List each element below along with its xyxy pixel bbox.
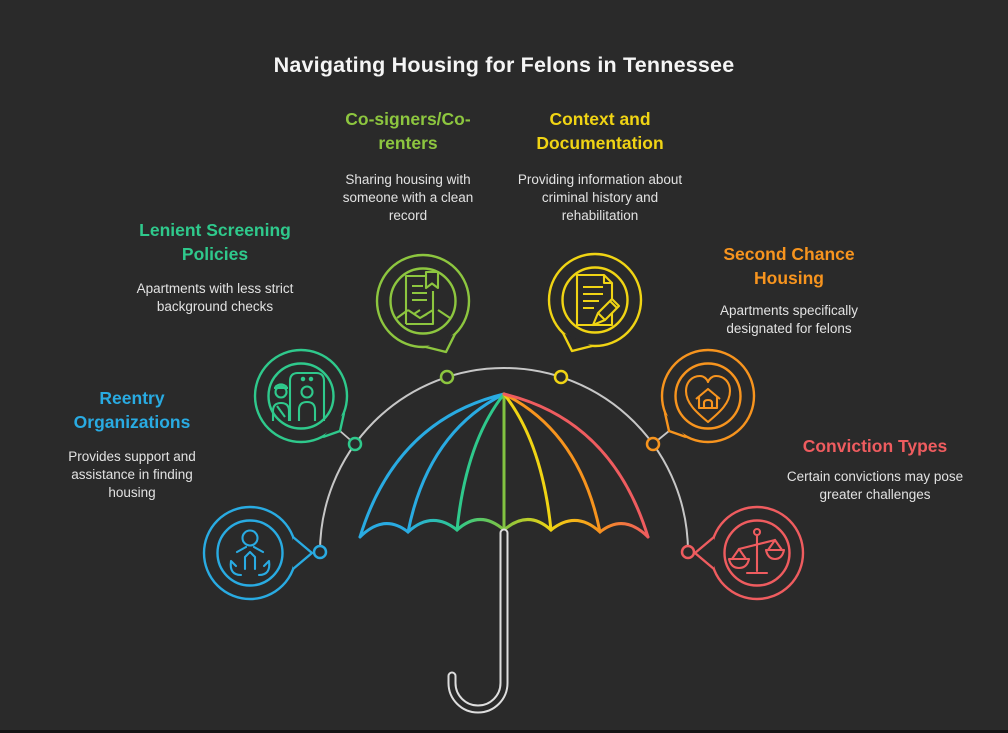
item-heading-reentry: Reentry Organizations [73,388,191,432]
security-screening-icon [253,348,349,444]
item-block-context: Context and Documentation Providing info… [516,107,684,225]
heart-house-icon [660,348,756,444]
umbrella-rib [502,392,650,539]
justice-scales-icon [693,505,805,601]
arc-node-secondchance [645,436,661,452]
umbrella-rib [406,392,506,534]
umbrella-illustration [358,392,650,714]
item-heading-secondchance: Second Chance Housing [723,244,855,288]
umbrella-handle-hollow [449,530,507,712]
item-heading-cosigners: Co-signers/Co-renters [345,109,471,153]
umbrella-handle [447,528,509,714]
document-pencil-icon [547,252,643,353]
item-description-conviction: Certain convictions may pose greater cha… [786,469,964,502]
item-block-cosigners: Co-signers/Co-renters Sharing housing wi… [322,107,494,225]
page-title: Navigating Housing for Felons in Tenness… [273,53,735,77]
arc-node-reentry [312,544,328,560]
item-heading-conviction: Conviction Types [802,436,948,456]
item-description-secondchance: Apartments specifically designated for f… [719,303,859,336]
arc-node-cosigners [439,369,455,385]
umbrella-rib [358,392,506,539]
item-description-context: Providing information about criminal his… [517,172,683,223]
connector-arc [319,367,689,553]
umbrella-rib [502,392,553,532]
supporting-hands-icon [202,505,314,601]
item-block-lenient: Lenient Screening Policies Apartments wi… [124,218,306,316]
item-heading-lenient: Lenient Screening Policies [139,220,291,264]
arc-nodes [312,369,696,560]
item-heading-context: Context and Documentation [536,109,664,153]
item-block-secondchance: Second Chance Housing Apartments specifi… [697,242,881,338]
bottom-edge-strip [0,730,1008,733]
arc-node-conviction [680,544,696,560]
item-block-reentry: Reentry Organizations Provides support a… [48,386,216,502]
item-description-cosigners: Sharing housing with someone with a clea… [342,172,474,223]
item-description-reentry: Provides support and assistance in findi… [68,449,196,500]
item-description-lenient: Apartments with less strict background c… [136,281,294,314]
arc-node-context [553,369,569,385]
item-block-conviction: Conviction Types Certain convictions may… [775,434,975,504]
contract-handshake-icon [375,253,471,354]
arc-node-lenient [347,436,363,452]
umbrella-rib [502,392,602,534]
umbrella-rib [455,392,506,532]
